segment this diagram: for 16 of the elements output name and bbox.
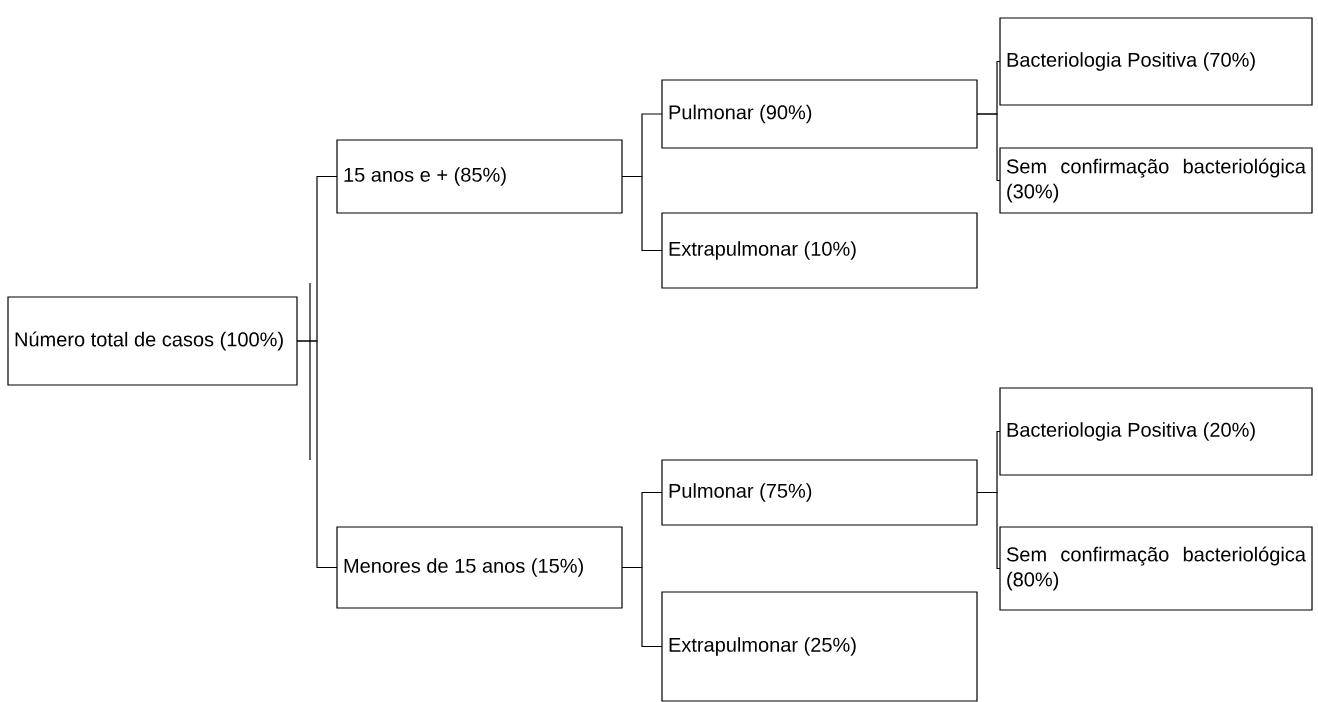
tree-box: Bacteriologia Positiva (20%): [999, 387, 1313, 476]
tree-box: Número total de casos (100%): [7, 296, 298, 386]
tree-box: Sem confirmação bacteriológica (30%): [999, 147, 1313, 214]
tree-box: Bacteriologia Positiva (70%): [999, 17, 1313, 106]
tree-box: 15 anos e + (85%): [336, 139, 623, 214]
connector-line: [621, 566, 663, 648]
connector-line: [296, 340, 338, 569]
tree-box: Pulmonar (75%): [661, 459, 978, 526]
tree-box: Extrapulmonar (25%): [661, 591, 978, 702]
connector-line: [976, 491, 1001, 570]
connector-line: [621, 175, 663, 252]
tree-box: Menores de 15 anos (15%): [336, 526, 623, 609]
tree-box: Extrapulmonar (10%): [661, 212, 978, 289]
tree-box: Pulmonar (90%): [661, 79, 978, 149]
tree-box: Sem confirmação bacteriológica (80%): [999, 526, 1313, 611]
connector-line: [976, 113, 1001, 182]
